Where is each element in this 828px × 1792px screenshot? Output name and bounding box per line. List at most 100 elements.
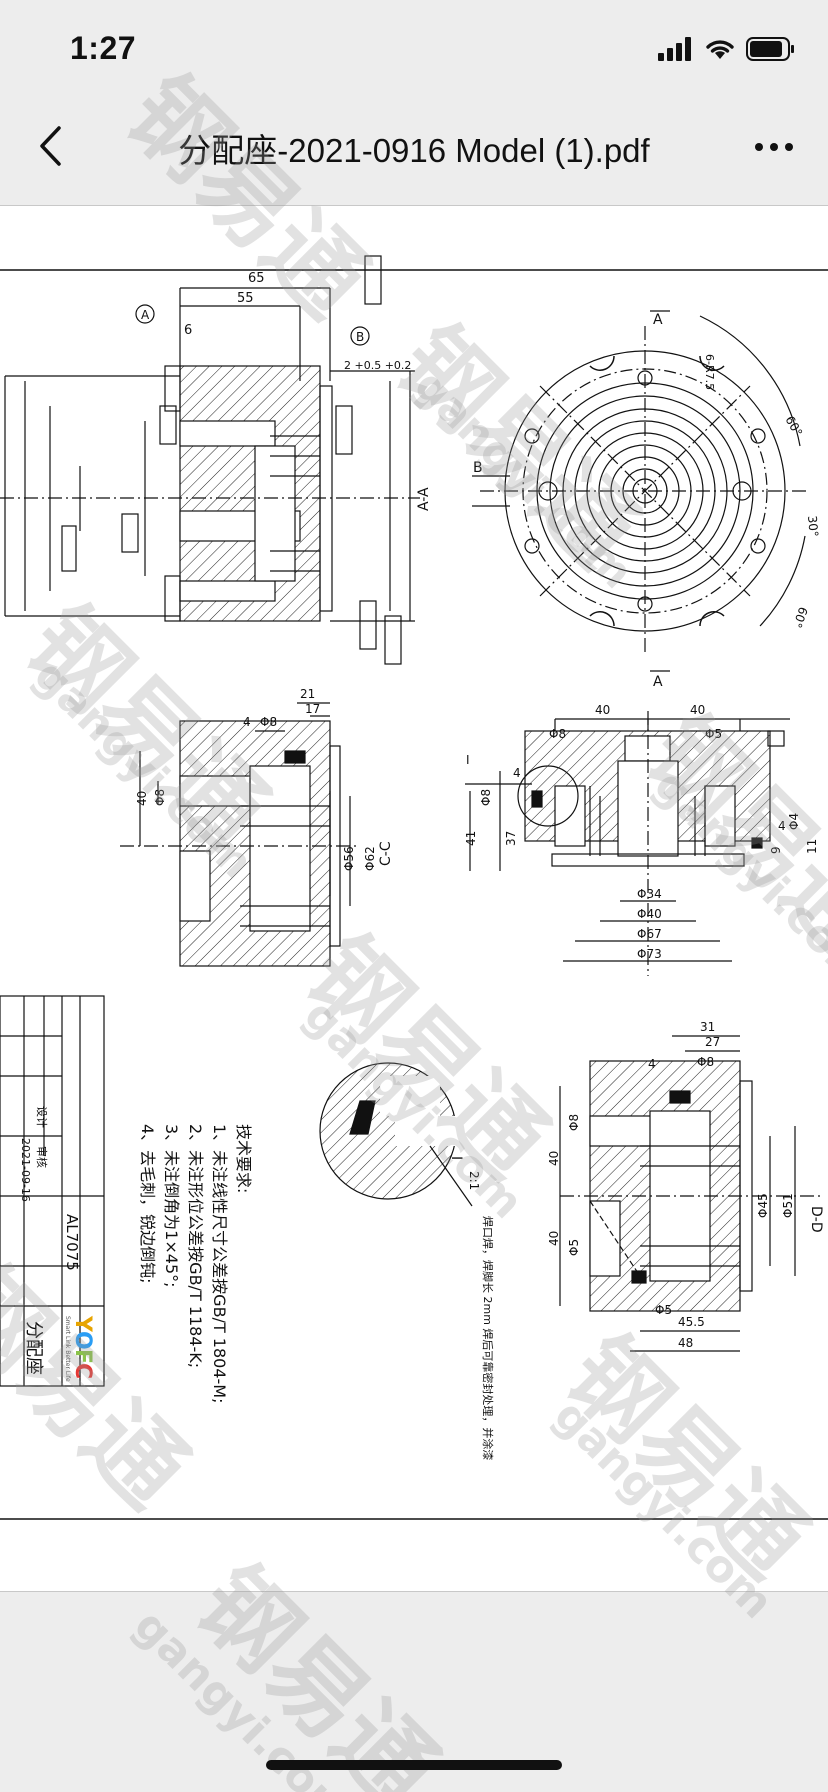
dim-37: 37 — [504, 831, 518, 846]
dim-2: 2 +0.5 +0.2 — [344, 359, 411, 372]
angle-60-bottom: 60° — [790, 605, 810, 630]
detail-labels: 焊口焊，焊脚长 2mm 焊后可靠密封处理，并涂漆 I 2:1 — [448, 1156, 495, 1460]
section-a-bottom: A — [653, 674, 663, 690]
status-bar: 1:27 — [0, 0, 828, 100]
hub-section — [465, 711, 790, 976]
back-button[interactable] — [22, 120, 78, 176]
dim-40-b: 40 — [690, 703, 705, 717]
section-dd-labels: 31 27 Φ8 4 Φ8 40 40 Φ5 Φ45 Φ51 Φ5 45.5 4… — [547, 1020, 824, 1350]
detail-scale: 2:1 — [467, 1171, 481, 1190]
section-dd-label: D-D — [808, 1206, 824, 1233]
dim-40-dd-a: 40 — [547, 1151, 561, 1166]
dim-9: 9 — [769, 846, 783, 854]
section-a-top: A — [653, 312, 663, 328]
detail-ref-label: I — [448, 1156, 464, 1160]
dim-40-cc: 40 — [135, 791, 149, 806]
section-cc-labels: 21 17 Φ8 4 40 Φ8 Φ56 Φ62 C-C — [135, 687, 394, 871]
wifi-icon — [704, 37, 736, 66]
pdf-page[interactable]: 65 55 6 A B 2 +0.5 +0.2 A-A — [0, 205, 828, 1592]
dim-phi62: Φ62 — [363, 846, 377, 871]
nav-bar: 分配座-2021-0916 Model (1).pdf — [0, 100, 828, 200]
dim-6-r75: 6-R7.5 — [703, 354, 716, 390]
tb-designer: 设计 — [35, 1106, 48, 1128]
dim-phi5-dd-side: Φ5 — [567, 1239, 581, 1256]
dim-4-cc: 4 — [243, 715, 251, 729]
dim-phi5-hub: Φ5 — [705, 727, 722, 741]
dim-6: 6 — [184, 323, 192, 338]
dim-4-dd: 4 — [648, 1057, 656, 1071]
battery-icon — [746, 36, 796, 66]
dim-65: 65 — [248, 271, 265, 286]
logo-tagline: Smart Link Better Life — [64, 1316, 71, 1382]
dim-phi8-hub-side: Φ8 — [479, 789, 493, 806]
dim-17: 17 — [305, 702, 320, 716]
dim-phi5-dd: Φ5 — [655, 1303, 672, 1317]
logo-f: F — [70, 1349, 95, 1364]
dim-phi8-top: Φ8 — [260, 715, 277, 729]
dim-phi45: Φ45 — [756, 1193, 770, 1218]
section-view-dd — [559, 1035, 820, 1352]
section-view-cc — [120, 702, 360, 967]
tb-part-name: 分配座 — [23, 1321, 44, 1375]
logo-c: C — [70, 1363, 95, 1379]
front-view-circles — [472, 310, 810, 672]
dim-phi8-dd: Φ8 — [697, 1055, 714, 1069]
dim-phi4: Φ4 — [787, 813, 801, 830]
yofc-logo: Y O F C Smart Link Better Life — [64, 1315, 95, 1382]
section-view-left — [0, 255, 420, 665]
note-3: 3、未注倒角为1×45°; — [162, 1124, 181, 1288]
dim-40-a: 40 — [595, 703, 610, 717]
dim-4-right: 4 — [778, 819, 786, 833]
dim-11: 11 — [805, 839, 819, 854]
angle-30: 30° — [805, 515, 821, 537]
dim-55: 55 — [237, 291, 254, 306]
dim-27: 27 — [705, 1035, 720, 1049]
dim-phi56: Φ56 — [342, 846, 356, 871]
hub-section-labels: 40 40 Φ8 Φ5 I 4 Φ8 41 37 Φ34 Φ40 Φ67 Φ73… — [464, 703, 819, 961]
note-1: 1、未注线性尺寸公差按GB/T 1804-M; — [210, 1124, 229, 1404]
dim-48: 48 — [678, 1336, 693, 1350]
logo-y: Y — [70, 1315, 95, 1333]
document-title: 分配座-2021-0916 Model (1).pdf — [178, 132, 650, 169]
dim-21: 21 — [300, 687, 315, 701]
dim-phi67: Φ67 — [637, 927, 662, 941]
dim-40-dd-b: 40 — [547, 1231, 561, 1246]
dim-phi34: Φ34 — [637, 887, 662, 901]
dim-41: 41 — [464, 831, 478, 846]
section-labels-left: 65 55 6 A B 2 +0.5 +0.2 A-A — [141, 271, 432, 511]
status-icons — [658, 36, 796, 66]
detail-view — [319, 1062, 473, 1207]
engineering-drawing: 65 55 6 A B 2 +0.5 +0.2 A-A — [0, 255, 828, 1520]
dim-phi40: Φ40 — [637, 907, 662, 921]
datum-a: A — [141, 308, 150, 322]
note-4: 4、去毛刺，锐边倒钝; — [138, 1124, 157, 1284]
dim-phi8-hub: Φ8 — [549, 727, 566, 741]
section-aa-label: A-A — [416, 487, 432, 511]
status-time: 1:27 — [70, 30, 137, 66]
datum-b: B — [356, 330, 364, 344]
home-indicator[interactable] — [266, 1760, 562, 1770]
technical-notes: 技术要求: 1、未注线性尺寸公差按GB/T 1804-M; 2、未注形位公差按G… — [138, 1124, 253, 1404]
logo-o: O — [70, 1331, 95, 1350]
section-b-label: B — [473, 460, 483, 476]
section-cc-label: C-C — [378, 841, 394, 866]
tb-approved: 审核 — [35, 1146, 49, 1168]
tb-material: AL7075 — [63, 1214, 81, 1271]
more-button[interactable] — [742, 120, 806, 176]
dim-phi51: Φ51 — [781, 1193, 795, 1218]
note-2: 2、未注形位公差按GB/T 1184-K; — [186, 1124, 205, 1368]
title-block-labels: 设计 审核 2021-09-16 AL7075 分配座 — [19, 1106, 81, 1375]
dim-phi73: Φ73 — [637, 947, 662, 961]
tb-date: 2021-09-16 — [19, 1138, 32, 1202]
cellular-signal-icon — [658, 36, 694, 66]
dim-phi8-dd-side: Φ8 — [567, 1114, 581, 1131]
dim-phi8-cc: Φ8 — [153, 789, 167, 806]
dim-31: 31 — [700, 1020, 715, 1034]
title-block — [0, 995, 105, 1387]
detail-note: 焊口焊，焊脚长 2mm 焊后可靠密封处理，并涂漆 — [481, 1216, 495, 1460]
dim-4-hub: 4 — [513, 766, 521, 780]
angle-60-top: 60° — [782, 414, 805, 439]
dim-45-5: 45.5 — [678, 1315, 705, 1329]
front-view-labels: A A B 6-R7.5 60° 30° 60° — [473, 312, 821, 690]
notes-title: 技术要求: — [234, 1124, 253, 1193]
